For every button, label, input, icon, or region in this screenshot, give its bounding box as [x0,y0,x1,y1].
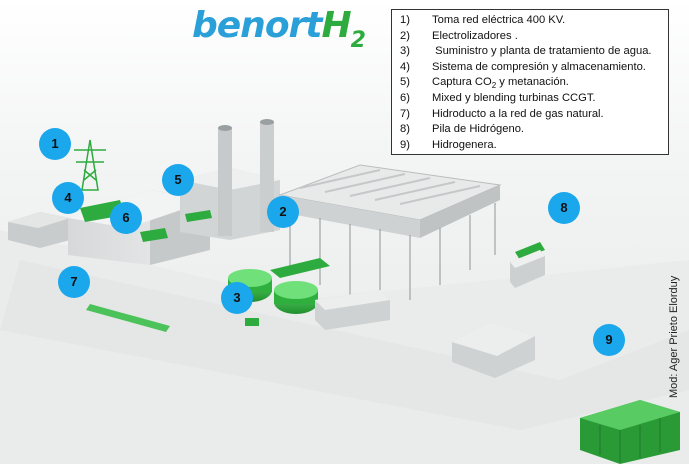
legend-item: 3) Suministro y planta de tratamiento de… [400,45,652,58]
legend-item: 4)Sistema de compresión y almacenamiento… [400,60,646,73]
benorth2-logo: benortH2 [192,5,366,53]
legend-item: 8)Pila de Hidrógeno. [400,123,525,136]
callout-3: 3 [221,282,253,314]
left-building [8,212,70,248]
callout-8: 8 [548,192,580,224]
model-credit: Mod: Ager Prieto Elorduy [668,275,680,398]
callout-2: 2 [267,196,299,228]
storage-shed [452,322,535,378]
callout-5: 5 [162,164,194,196]
legend-box: 1)Toma red eléctrica 400 KV. 2)Electroli… [391,9,669,155]
electrolyzer-shed [278,164,502,300]
callout-4: 4 [52,182,84,214]
hydrogen-station [580,400,680,464]
callout-6: 6 [110,202,142,234]
legend-item: 2)Electrolizadores . [400,29,518,42]
callout-7: 7 [58,266,90,298]
callout-1: 1 [39,128,71,160]
callout-9: 9 [593,324,625,356]
fuel-cell-building [510,250,545,288]
legend-item: 1)Toma red eléctrica 400 KV. [400,14,566,26]
legend-item: 6)Mixed y blending turbinas CCGT. [400,91,596,104]
water-treatment-blocks [315,290,390,330]
legend-item: 7)Hidroducto a la red de gas natural. [400,107,604,120]
power-pylon [74,139,106,191]
legend-item: 9)Hidrogenera. [400,138,497,151]
legend-item: 5)Captura CO2 y metanación. [400,76,569,91]
